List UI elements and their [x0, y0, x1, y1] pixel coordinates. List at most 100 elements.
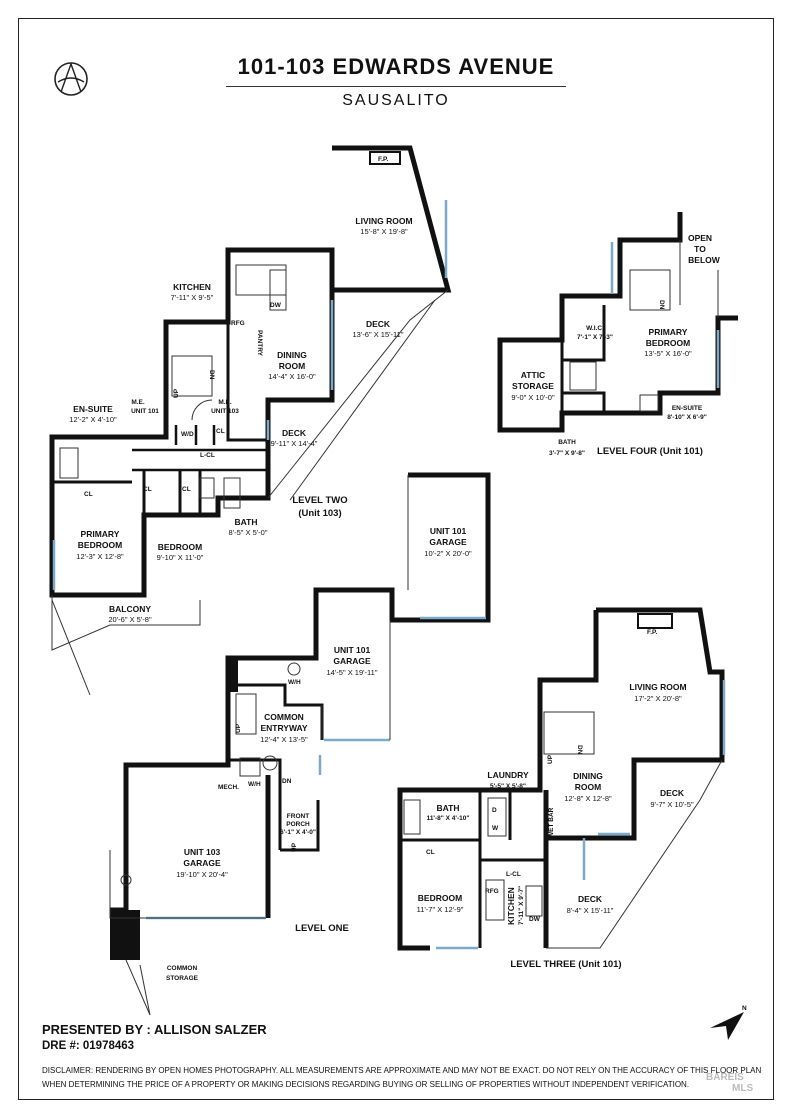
pantry-2-label: PANTRY — [256, 330, 263, 357]
living-room-2-name: LIVING ROOM — [355, 216, 412, 226]
deck-3b-dim: 8'-4" X 15'-11" — [567, 906, 614, 915]
closet-2b-label: CL — [84, 491, 93, 498]
me-101-name: M.E. — [131, 399, 145, 406]
primary-bedroom-2-name: PRIMARY — [81, 529, 120, 539]
closet-3-label: CL — [426, 849, 435, 856]
living-room-3-name: LIVING ROOM — [629, 682, 686, 692]
ensuite-2-name: EN-SUITE — [73, 404, 113, 414]
level-four-plan — [497, 212, 738, 433]
me-103-unit: UNIT 103 — [211, 408, 239, 415]
primary-bedroom-4-name2: BEDROOM — [646, 338, 690, 348]
up-1b-label: UP — [291, 842, 298, 852]
dining-2-name2: ROOM — [279, 361, 305, 371]
garage-103-name: UNIT 103 — [184, 847, 221, 857]
ensuite-4-name: EN-SUITE — [672, 405, 703, 412]
primary-bedroom-2-name2: BEDROOM — [78, 540, 122, 550]
page-frame — [18, 18, 774, 1100]
bedroom-3-dim: 11'-7" X 12'-9" — [417, 905, 464, 914]
level-three-title: LEVEL THREE (Unit 101) — [510, 959, 621, 970]
wic-4-dim: 7'-1" X 7'-3" — [577, 334, 613, 341]
living-room-2-dim: 15'-8" X 19'-8" — [360, 227, 408, 236]
kitchen-3-name: KITCHEN — [506, 887, 516, 925]
north-arrow-icon — [710, 1012, 744, 1040]
level-four-windows — [610, 242, 720, 388]
bath-3-name: BATH — [437, 803, 460, 813]
common-storage-name: COMMON — [167, 965, 198, 972]
level-three-outlines — [403, 711, 723, 949]
kitchen-2-name: KITCHEN — [173, 282, 211, 292]
living-room-3-dim: 17'-2" X 20'-8" — [634, 694, 682, 703]
open-to-below-l2: TO — [694, 244, 706, 254]
garage-101a-name2: GARAGE — [429, 537, 467, 547]
bedroom-2-name: BEDROOM — [158, 542, 202, 552]
deck-2a-dim: 13'-6" X 15'-11" — [353, 330, 404, 339]
bath-2-name: BATH — [235, 517, 258, 527]
dining-3-name: DINING — [573, 771, 603, 781]
dining-3-name2: ROOM — [575, 782, 601, 792]
level-four-outlines — [569, 240, 719, 412]
level-three-windows — [436, 680, 726, 950]
dining-2-name: DINING — [277, 350, 307, 360]
linen-closet-3-label: L-CL — [506, 871, 521, 878]
property-title: 101-103 EDWARDS AVENUE — [237, 54, 555, 79]
deck-2a-name: DECK — [366, 319, 391, 329]
level-one-title: LEVEL ONE — [295, 923, 349, 934]
water-heater-1b-label: W/H — [248, 781, 261, 788]
bedroom-3-name: BEDROOM — [418, 893, 462, 903]
bath-3-dim: 11'-8" X 4'-10" — [427, 815, 470, 822]
dining-2-dim: 14'-4" X 16'-0" — [268, 372, 316, 381]
fireplace-level-three-icon — [637, 613, 673, 629]
kitchen-3-dim: 7'-11" X 9'-7" — [518, 886, 525, 925]
attic-4-name: ATTIC — [521, 370, 545, 380]
deck-3a-name: DECK — [660, 788, 685, 798]
mls-watermark: BAREIS MLS — [706, 1072, 753, 1094]
open-to-below-l1: OPEN — [688, 233, 712, 243]
attic-4-name2: STORAGE — [512, 381, 554, 391]
dn-2-label: DN — [208, 370, 215, 380]
closet-2d-label: CL — [182, 486, 191, 493]
deck-3b-name: DECK — [578, 894, 603, 904]
me-103-name: M.E. — [218, 399, 232, 406]
common-storage-name2: STORAGE — [166, 975, 199, 982]
water-heater-1a-label: W/H — [288, 679, 301, 686]
closet-2c-label: CL — [143, 486, 152, 493]
common-entryway-name: COMMON — [264, 712, 304, 722]
common-entryway-dim: 12'-4" X 13'-5" — [260, 735, 308, 744]
up-3-label: UP — [547, 754, 554, 764]
balcony-2-name: BALCONY — [109, 604, 151, 614]
dishwasher-2-label: DW — [270, 302, 282, 309]
deck-3a-dim: 9'-7" X 10'-5" — [650, 800, 694, 809]
dryer-3-label: D — [492, 807, 497, 814]
city-subtitle: SAUSALITO — [342, 92, 450, 109]
north-label: N — [742, 1005, 747, 1012]
dre-number: DRE #: 01978463 — [42, 1040, 135, 1052]
primary-bedroom-2-dim: 12'-3" X 12'-8" — [76, 552, 124, 561]
closet-2a-label: CL — [216, 428, 225, 435]
ensuite-2-dim: 12'-2" X 4'-10" — [69, 415, 117, 424]
dn-1-label: DN — [282, 778, 292, 785]
front-porch-name2: PORCH — [286, 821, 310, 828]
deck-2b-dim: 9'-11" X 14'-4" — [271, 439, 318, 448]
level-one-solid-wall — [110, 658, 238, 960]
deck-2b-name: DECK — [282, 428, 307, 438]
dishwasher-3-label: DW — [529, 916, 541, 923]
bath-4-name: BATH — [558, 439, 576, 446]
me-101-unit: UNIT 101 — [131, 408, 159, 415]
attic-4-dim: 9'-0" X 10'-0" — [511, 393, 555, 402]
level-one-outlines — [109, 620, 391, 1016]
primary-bedroom-4-name: PRIMARY — [649, 327, 688, 337]
level-two-title: LEVEL TWO — [292, 495, 347, 506]
brand-logo-icon — [54, 61, 88, 96]
primary-bedroom-4-dim: 13'-5" X 16'-0" — [644, 349, 692, 358]
kitchen-2-dim: 7'-11" X 9'-5" — [171, 293, 214, 302]
common-entryway-name2: ENTRYWAY — [260, 723, 307, 733]
dn-3-label: DN — [576, 745, 583, 755]
garage-101a-name: UNIT 101 — [430, 526, 467, 536]
level-one-plan — [110, 472, 491, 918]
garage-103-dim: 19'-10" X 20'-4" — [176, 870, 228, 879]
dining-3-dim: 12'-8" X 12'-8" — [564, 794, 612, 803]
garage-101b-name: UNIT 101 — [334, 645, 371, 655]
open-to-below-l3: BELOW — [688, 255, 721, 265]
presented-by: PRESENTED BY : ALLISON SALZER — [42, 1022, 267, 1037]
